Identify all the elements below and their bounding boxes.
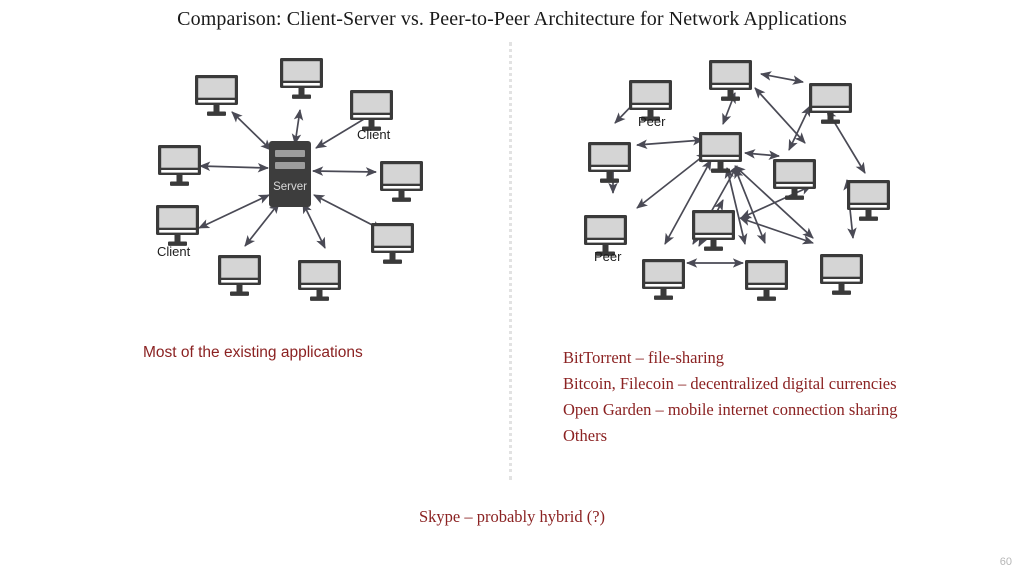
peer-monitor (642, 259, 685, 300)
peer-monitor (692, 210, 735, 251)
client-server-diagram: Server (140, 48, 440, 318)
client-monitor (195, 75, 238, 116)
peer-to-peer-svg (584, 60, 890, 301)
link-arrow (754, 87, 806, 144)
client-server-svg: Server (156, 58, 423, 301)
peer-monitor (588, 142, 631, 183)
client-monitor (280, 58, 323, 99)
client-monitor (218, 255, 261, 296)
list-item: Others (563, 426, 607, 445)
server-body (269, 141, 311, 207)
server-node: Server (269, 141, 311, 207)
page-number: 60 (999, 556, 1012, 568)
client-monitor (380, 161, 423, 202)
footer-note: Skype – probably hybrid (?) (418, 507, 606, 526)
link-arrow (231, 111, 272, 151)
link-arrow (759, 71, 805, 85)
peer-monitor (809, 83, 852, 124)
link-arrow (244, 202, 280, 247)
link-arrow (291, 108, 304, 146)
client-monitor (298, 260, 341, 301)
column-divider (509, 42, 512, 480)
peer-nodes (584, 60, 890, 301)
client-monitor (371, 223, 414, 264)
link-arrow (198, 194, 270, 229)
client-server-caption: Most of the existing applications (143, 344, 363, 361)
list-item: Open Garden – mobile internet connection… (563, 400, 898, 419)
label-peer-top: Peer (638, 114, 666, 129)
label-client-top: Client (357, 127, 391, 142)
link-arrow (636, 152, 708, 209)
peer-monitor (820, 254, 863, 295)
list-item: BitTorrent – file-sharing (563, 348, 725, 367)
label-peer-bottom: Peer (594, 249, 622, 264)
link-arrow (198, 161, 270, 173)
peer-to-peer-diagram (575, 48, 905, 318)
peer-monitor (847, 180, 890, 221)
client-monitor (350, 90, 393, 131)
link-arrow (788, 105, 811, 151)
server-bay-1 (275, 150, 305, 157)
peer-monitor (773, 159, 816, 200)
peer-monitor (745, 260, 788, 301)
link-arrow (739, 216, 814, 245)
p2p-examples-list: BitTorrent – file-sharing Bitcoin, Filec… (563, 345, 993, 449)
link-arrow (740, 185, 812, 219)
client-monitor (156, 205, 199, 246)
link-arrow (311, 166, 378, 177)
list-item: Bitcoin, Filecoin – decentralized digita… (563, 374, 897, 393)
server-label: Server (273, 181, 307, 193)
link-arrow (743, 149, 781, 160)
link-arrow (302, 202, 326, 249)
page-title: Comparison: Client-Server vs. Peer-to-Pe… (177, 8, 847, 30)
server-bay-2 (275, 162, 305, 169)
label-client-bottom: Client (157, 244, 191, 259)
link-arrow (313, 194, 383, 231)
link-arrow (635, 136, 705, 149)
peer-monitor (709, 60, 752, 101)
peer-links (608, 71, 866, 268)
client-monitor (158, 145, 201, 186)
